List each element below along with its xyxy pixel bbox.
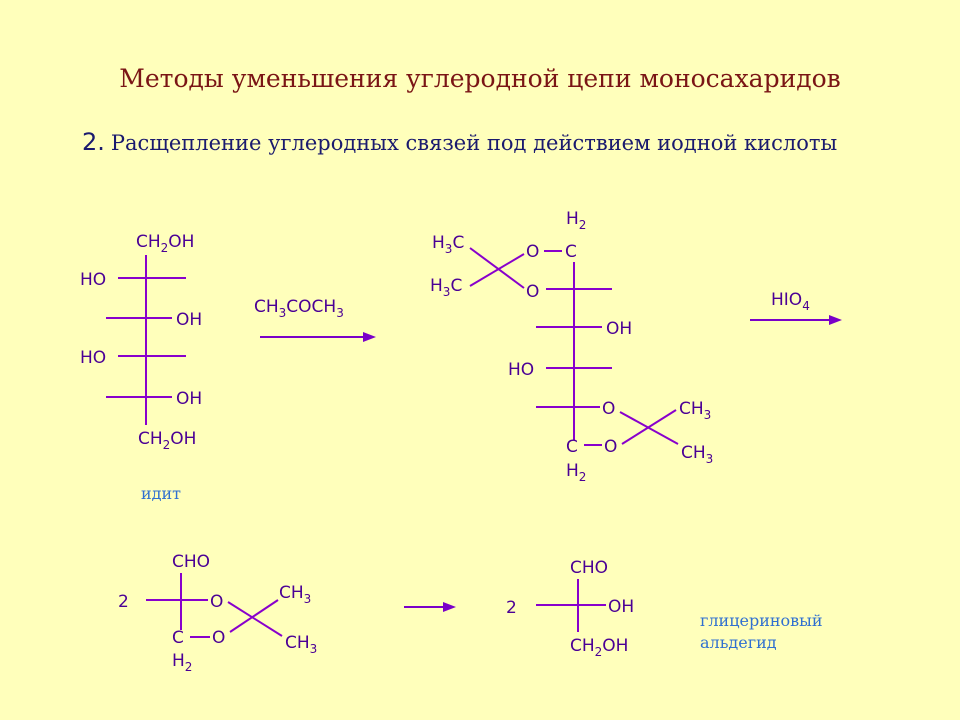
- subtitle-text: Расщепление углеродных связей под действ…: [110, 131, 838, 155]
- page-title: Методы уменьшения углеродной цепи моноса…: [119, 64, 841, 93]
- idit-caption: идит: [141, 484, 181, 503]
- acetal-h2: H2: [172, 651, 192, 674]
- acetal-coefficient: 2: [118, 592, 129, 612]
- product-oh: OH: [608, 597, 634, 617]
- subtitle-number: 2.: [82, 128, 105, 156]
- idit-top-group: CH2OH: [136, 232, 194, 255]
- reagent-hio4: HIO4: [771, 290, 810, 313]
- reaction-arrow-2: HIO4: [750, 290, 842, 325]
- product-ch2oh: CH2OH: [570, 636, 628, 659]
- idit-ho-3: HO: [80, 348, 106, 368]
- diacetal-h2-bottom: H2: [566, 461, 586, 484]
- idit-oh-4: OH: [176, 389, 202, 409]
- idit-oh-2: OH: [176, 310, 202, 330]
- reagent-acetone: CH3COCH3: [254, 297, 344, 320]
- diacetal-ch3-1: CH3: [679, 399, 711, 422]
- diacetal-c-bottom: C: [566, 437, 578, 457]
- product-caption-line1: глицериновый: [700, 611, 823, 630]
- idit-structure: CH2OH HO OH HO OH CH2OH идит: [80, 232, 202, 503]
- acetal-o-2: O: [212, 628, 225, 648]
- product-caption-line2: альдегид: [700, 633, 777, 652]
- diacetal-structure: H2 C H3C H3C O O OH HO O CH3 C O CH3 H2: [430, 209, 713, 484]
- reaction-arrow-1: CH3COCH3: [254, 297, 376, 342]
- diacetal-o-2: O: [526, 282, 539, 302]
- reaction-arrow-3: [404, 602, 456, 612]
- diacetal-o-4: O: [604, 437, 617, 457]
- product-cho: CHO: [570, 558, 608, 578]
- idit-bottom-group: CH2OH: [138, 429, 196, 452]
- diacetal-ho: HO: [508, 360, 534, 380]
- diacetal-h2-top: H2: [566, 209, 586, 232]
- acetal-ch3-1: CH3: [279, 583, 311, 606]
- acetal-structure: 2 CHO O CH3 C O CH3 H2: [118, 552, 317, 674]
- diacetal-oh: OH: [606, 319, 632, 339]
- acetal-c: C: [172, 628, 184, 648]
- idit-ho-1: HO: [80, 270, 106, 290]
- subtitle: 2.Расщепление углеродных связей под дейс…: [82, 128, 837, 156]
- acetal-o-1: O: [210, 592, 223, 612]
- diacetal-c-top: C: [565, 242, 577, 262]
- glyceraldehyde-structure: 2 CHO OH CH2OH глицериновый альдегид: [506, 558, 823, 659]
- acetal-cho: CHO: [172, 552, 210, 572]
- diacetal-o-1: O: [526, 242, 539, 262]
- diacetal-h3c-2: H3C: [430, 276, 462, 299]
- product-coefficient: 2: [506, 598, 517, 618]
- acetal-ch3-2: CH3: [285, 633, 317, 656]
- diacetal-o-3: O: [602, 399, 615, 419]
- diacetal-h3c-1: H3C: [432, 233, 464, 256]
- diacetal-ch3-2: CH3: [681, 443, 713, 466]
